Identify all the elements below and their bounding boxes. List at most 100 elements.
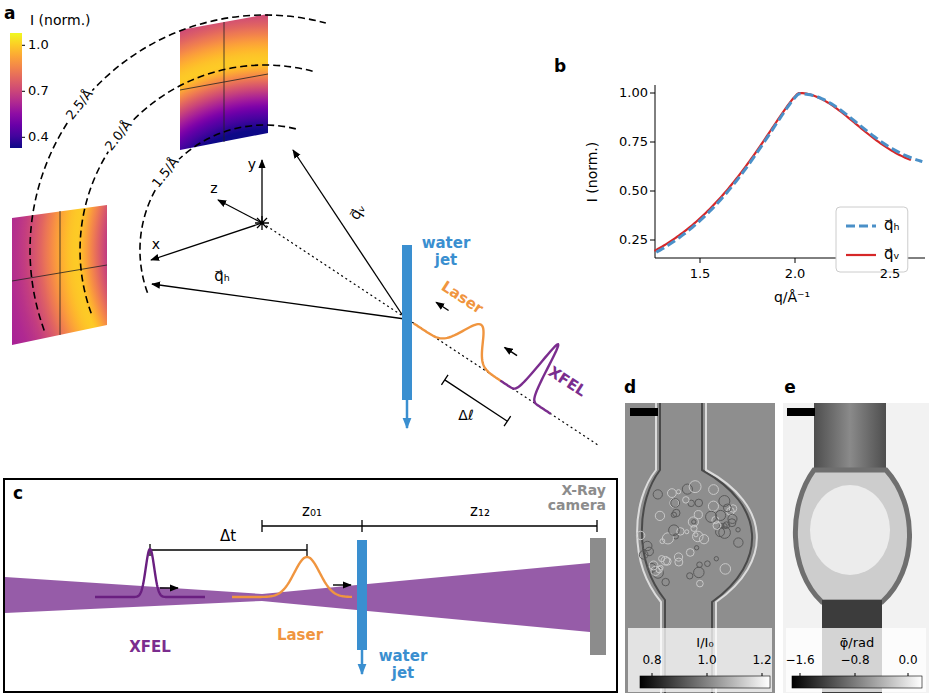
direction-arrow <box>333 584 351 585</box>
illustration-path <box>293 150 405 319</box>
texture-spot <box>669 525 680 536</box>
drawn-curves <box>95 85 925 597</box>
texture-spot <box>694 546 698 550</box>
texture-spot <box>689 481 701 493</box>
texture-spot <box>695 499 703 507</box>
texture-spot <box>714 557 718 561</box>
texture-spot <box>671 499 680 508</box>
texture-spot <box>694 511 702 519</box>
texture-spot <box>655 511 664 520</box>
texture-spot <box>705 561 711 567</box>
laser-pulse <box>414 323 501 380</box>
texture-spot <box>713 522 721 530</box>
axis-label: y <box>248 156 256 172</box>
colorbar-title: φ̄/rad <box>840 636 875 651</box>
panel-a-art <box>10 14 407 428</box>
tick-label: 1.5 <box>690 267 711 282</box>
texture-spot <box>667 489 676 498</box>
phase-contrast-image <box>625 403 775 693</box>
tick-label: 1.00 <box>619 86 648 101</box>
texture-spot <box>699 535 708 544</box>
legend-box <box>836 207 908 272</box>
colorbar-title: I (norm.) <box>30 12 91 28</box>
dimension-bracket <box>441 375 510 426</box>
colorbar-tick: 1.0 <box>697 654 716 668</box>
pulse-label: XFEL <box>545 363 589 400</box>
illustration-rect <box>787 408 815 416</box>
colorbar-tick: 1.2 <box>752 654 771 668</box>
illustration-rect <box>792 676 922 688</box>
detector-image <box>180 14 268 150</box>
texture-spot <box>736 528 740 532</box>
detector-image <box>12 205 107 345</box>
line-plot <box>650 85 925 272</box>
texture-spot <box>734 538 743 547</box>
illustration-rect <box>630 408 658 416</box>
pulse-label: Laser <box>277 627 323 644</box>
tick-label: 2.0 <box>785 267 806 282</box>
illustration-rect <box>783 403 929 693</box>
vector-label: q⃗ᵥ <box>346 201 369 224</box>
texture-spot <box>682 484 692 494</box>
illustration-path <box>80 65 313 313</box>
texture-spot <box>692 520 696 524</box>
illustration-path <box>261 160 262 223</box>
direction-arrow <box>436 302 449 310</box>
illustration-rect <box>640 676 770 688</box>
colorbar-tick: 1.0 <box>28 38 49 53</box>
illustration-ellipse <box>810 485 890 575</box>
texture-spot <box>697 580 704 587</box>
texture-spot <box>662 578 669 585</box>
legend-swatch <box>846 225 876 228</box>
texture-spot <box>706 511 717 522</box>
texture-spot <box>687 573 693 579</box>
colorbar-ticks <box>22 45 25 137</box>
xfel-beam <box>5 563 590 632</box>
beam-axis <box>262 223 599 446</box>
texture-spot <box>709 485 719 495</box>
phase-image <box>783 403 929 693</box>
texture-spot <box>691 525 697 531</box>
illustration-rect <box>625 403 775 693</box>
texture-spot <box>694 533 698 537</box>
vector-label: q⃗ₕ <box>214 268 230 285</box>
illustration-path <box>795 470 909 602</box>
legend-swatch <box>846 254 876 256</box>
illustration-rect <box>786 628 926 692</box>
texture-spot <box>683 497 690 504</box>
q-rings <box>30 15 326 330</box>
illustration-path <box>800 673 908 676</box>
panel-frame: water jetX-Ray camerac <box>3 478 618 693</box>
texture-spot <box>659 556 665 562</box>
legend-label: q⃗ₕ <box>884 217 900 234</box>
illustration-path <box>140 125 297 293</box>
plot-axes <box>655 85 925 258</box>
illustration-path <box>218 200 262 223</box>
direction-arrow <box>505 347 518 355</box>
detector-gap <box>180 22 268 142</box>
panel-letter: d <box>624 378 636 398</box>
panel-letter: b <box>554 57 566 77</box>
xfel-pulse <box>95 549 205 597</box>
laser-pulse <box>232 557 352 597</box>
flow-arrow <box>406 400 409 428</box>
colorbar-tick: 0.0 <box>898 654 917 668</box>
dimension-lines <box>150 520 597 556</box>
texture-spot <box>671 512 676 517</box>
colorbar-tick: 0.4 <box>28 130 49 145</box>
texture-spot <box>720 564 731 575</box>
illustration-path <box>152 284 405 319</box>
texture-spot <box>697 562 703 568</box>
q-ring-label: 2.0/Å <box>101 116 136 155</box>
pulse-label: Laser <box>438 278 486 318</box>
texture-spot <box>719 496 730 507</box>
texture-spot <box>653 490 662 499</box>
water-jet: water jet <box>357 540 367 650</box>
texture-spot <box>676 490 680 494</box>
node-label: water jet <box>420 235 472 269</box>
illustration-path <box>150 544 307 556</box>
q-ring-label: 2.5/Å <box>62 85 97 124</box>
tick-label: 0.50 <box>619 184 648 199</box>
panel-c-art <box>5 520 597 674</box>
